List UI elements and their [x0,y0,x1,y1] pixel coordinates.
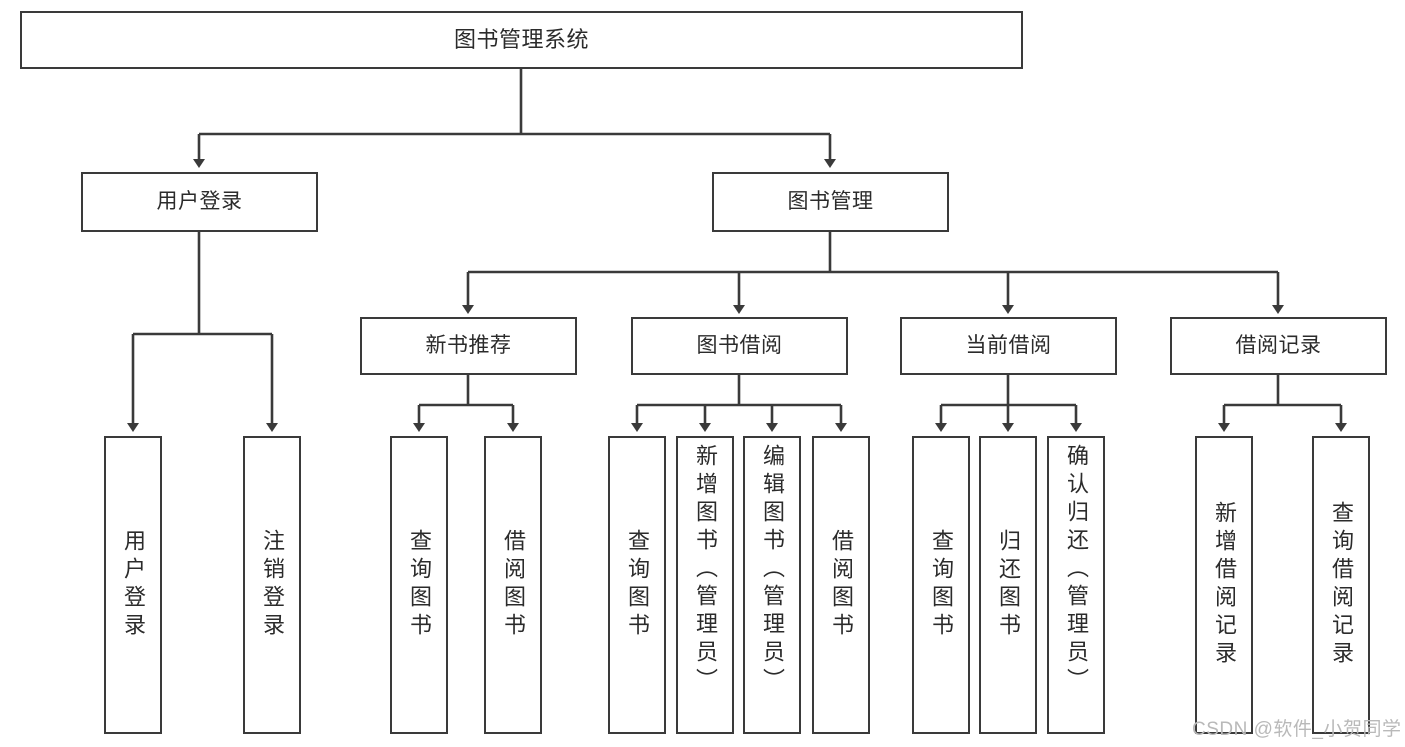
node-label: 注销登录 [260,529,285,641]
node-label: 编辑图书（管理员） [760,444,785,696]
leaf-query-book-2[interactable]: 查询图书 [608,436,666,734]
node-label: 新增借阅记录 [1212,501,1237,669]
leaf-add-borrow-record[interactable]: 新增借阅记录 [1195,436,1253,734]
node-label: 查询图书 [625,529,650,641]
node-label: 查询图书 [407,529,432,641]
node-label: 图书管理系统 [453,27,589,53]
node-label: 查询图书 [929,529,954,641]
node-borrow-record[interactable]: 借阅记录 [1170,317,1387,375]
node-label: 借阅图书 [829,529,854,641]
leaf-logout-login[interactable]: 注销登录 [243,436,301,734]
leaf-confirm-return-admin[interactable]: 确认归还（管理员） [1047,436,1105,734]
node-book-borrow[interactable]: 图书借阅 [631,317,848,375]
node-label: 借阅记录 [1235,333,1322,357]
node-current-borrow[interactable]: 当前借阅 [900,317,1117,375]
node-book-manage[interactable]: 图书管理 [712,172,949,232]
node-label: 图书借阅 [696,333,783,357]
node-label: 新增图书（管理员） [693,444,718,696]
node-label: 新书推荐 [425,333,512,357]
node-label: 查询借阅记录 [1329,501,1354,669]
node-new-book-recommend[interactable]: 新书推荐 [360,317,577,375]
node-user-login[interactable]: 用户登录 [81,172,318,232]
leaf-query-book-3[interactable]: 查询图书 [912,436,970,734]
node-label: 确认归还（管理员） [1064,444,1089,696]
leaf-user-login[interactable]: 用户登录 [104,436,162,734]
node-label: 借阅图书 [501,529,526,641]
node-label: 用户登录 [121,529,146,641]
leaf-edit-book-admin[interactable]: 编辑图书（管理员） [743,436,801,734]
leaf-query-book-1[interactable]: 查询图书 [390,436,448,734]
leaf-return-book[interactable]: 归还图书 [979,436,1037,734]
leaf-borrow-book-2[interactable]: 借阅图书 [812,436,870,734]
node-label: 归还图书 [996,529,1021,641]
leaf-borrow-book-1[interactable]: 借阅图书 [484,436,542,734]
node-root-book-management-system[interactable]: 图书管理系统 [20,11,1023,69]
node-label: 用户登录 [156,189,243,213]
leaf-query-borrow-record[interactable]: 查询借阅记录 [1312,436,1370,734]
leaf-add-book-admin[interactable]: 新增图书（管理员） [676,436,734,734]
node-label: 图书管理 [787,189,874,213]
node-label: 当前借阅 [965,333,1052,357]
